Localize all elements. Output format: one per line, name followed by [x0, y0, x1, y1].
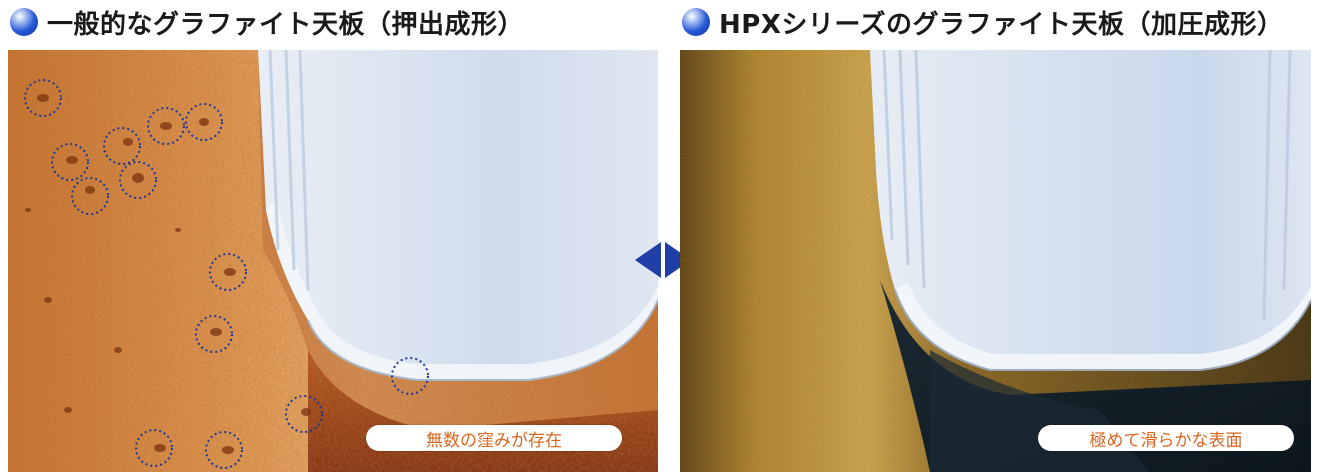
- pressed-graphite-photo: 極めて滑らかな表面: [680, 50, 1311, 472]
- pit-marker: [195, 315, 233, 353]
- pit-marker: [135, 429, 173, 467]
- pit-marker: [119, 161, 157, 199]
- right-caption: 極めて滑らかな表面: [1038, 425, 1294, 451]
- left-caption: 無数の窪みが存在: [366, 425, 622, 451]
- pit-marker: [209, 253, 247, 291]
- right-panel: HPXシリーズのグラファイト天板（加圧成形）: [680, 0, 1311, 472]
- extruded-graphite-photo: 無数の窪みが存在: [8, 50, 658, 472]
- pit-marker: [285, 395, 323, 433]
- right-panel-title: HPXシリーズのグラファイト天板（加圧成形）: [719, 9, 1284, 40]
- blue-sphere-bullet-icon: [10, 8, 38, 36]
- pit-marker: [103, 127, 141, 165]
- right-panel-header: HPXシリーズのグラファイト天板（加圧成形）: [680, 0, 1311, 44]
- left-panel-header: 一般的なグラファイト天板（押出成形）: [8, 0, 658, 44]
- left-panel: 一般的なグラファイト天板（押出成形）: [8, 0, 658, 472]
- pit-marker: [391, 357, 429, 395]
- pit-marker: [24, 79, 62, 117]
- pit-marker: [185, 103, 223, 141]
- pit-marker: [51, 143, 89, 181]
- left-panel-title: 一般的なグラファイト天板（押出成形）: [47, 9, 525, 40]
- blue-sphere-bullet-icon: [682, 8, 710, 36]
- pit-marker: [205, 431, 243, 469]
- pit-marker: [71, 177, 109, 215]
- compare-arrows-icon: [635, 242, 691, 278]
- pit-marker: [147, 107, 185, 145]
